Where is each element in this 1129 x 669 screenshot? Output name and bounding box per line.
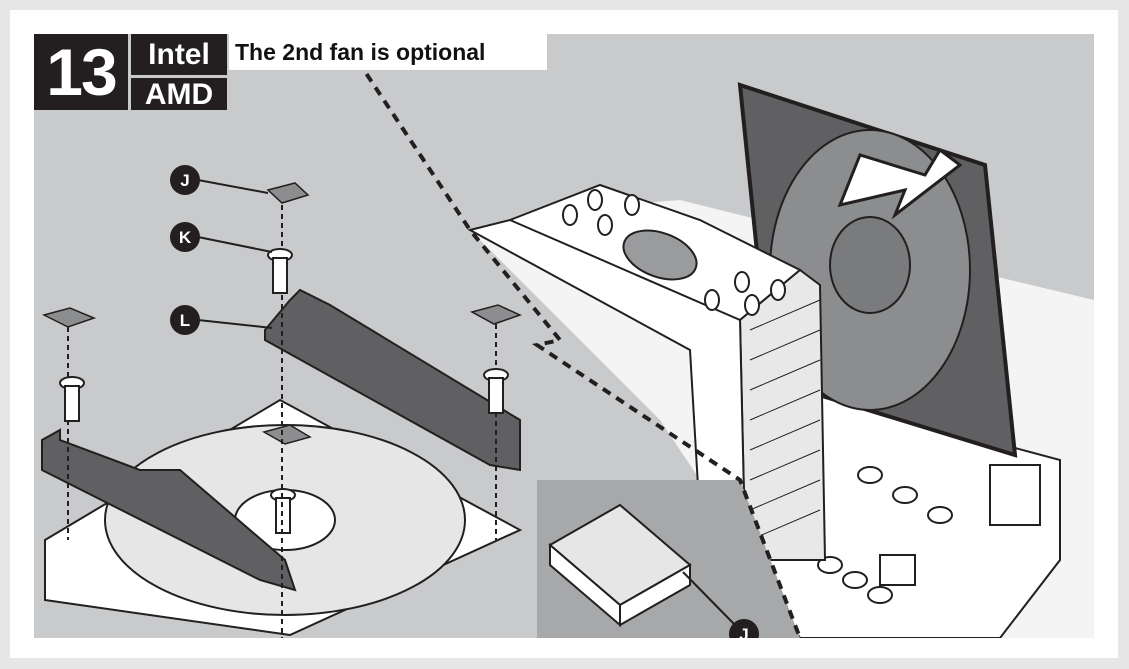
callout-leaders bbox=[197, 179, 736, 626]
cooler-master-logo bbox=[622, 229, 698, 281]
screws bbox=[59, 248, 509, 534]
cutaway-line bbox=[338, 34, 802, 638]
platform-amd-label: AMD bbox=[131, 78, 227, 111]
capacitors bbox=[817, 464, 1041, 604]
fan-bracket-right bbox=[264, 288, 521, 472]
step-title: The 2nd fan is optional bbox=[229, 34, 547, 70]
rear-fan-hub bbox=[829, 216, 911, 314]
inset-pad bbox=[548, 503, 692, 628]
svg-text:L: L bbox=[180, 311, 190, 330]
svg-text:K: K bbox=[179, 228, 192, 247]
fan-bracket-left bbox=[41, 428, 297, 592]
platform-intel-label: Intel bbox=[131, 34, 227, 75]
fin-lines bbox=[749, 299, 821, 541]
step-number: 13 bbox=[34, 34, 128, 110]
callout-j: J bbox=[170, 165, 200, 195]
alignment-guides bbox=[67, 205, 497, 638]
svg-text:J: J bbox=[739, 625, 748, 644]
svg-text:J: J bbox=[180, 171, 189, 190]
airflow-arrow-icon bbox=[837, 147, 963, 220]
heatpipe-tips bbox=[562, 189, 786, 316]
rubber-pads bbox=[41, 182, 523, 445]
callout-inset-j: J bbox=[729, 619, 759, 644]
callout-k: K bbox=[170, 222, 200, 252]
callout-l: L bbox=[170, 305, 200, 335]
